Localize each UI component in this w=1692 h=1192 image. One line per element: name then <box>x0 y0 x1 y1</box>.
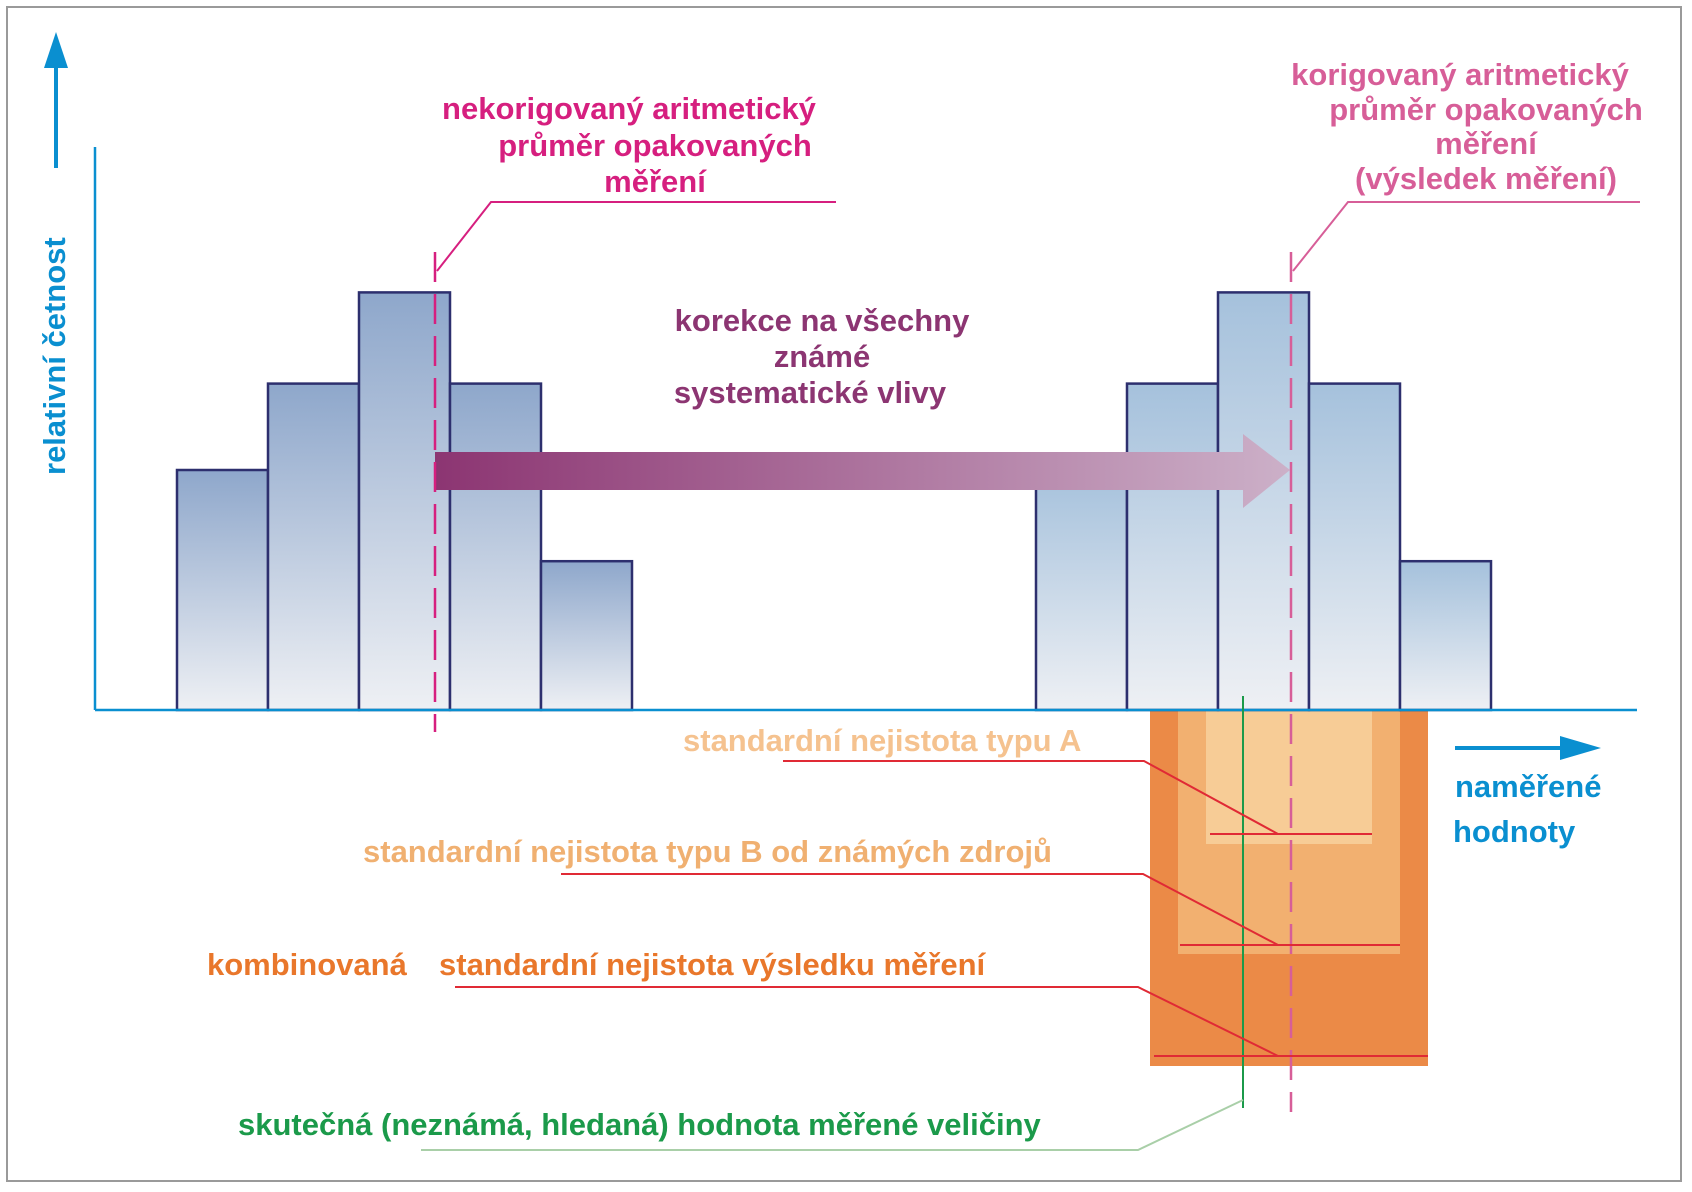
type-b-leader <box>561 873 1279 946</box>
corrected-histogram-bar-3 <box>1216 291 1311 712</box>
corrected-mean-label-line2: průměr opakovaných <box>1329 92 1643 127</box>
combined-leader <box>455 986 1279 1057</box>
corrected-histogram-bar-5 <box>1398 559 1493 712</box>
corrected-mean-label-line4: (výsledek měření) <box>1355 161 1617 196</box>
diagram-frame <box>6 6 1682 1182</box>
y-axis-label: relativní četnost <box>37 237 72 475</box>
uncorrected-histogram-bar-5 <box>539 559 634 712</box>
correction-label-line2: známé <box>774 339 870 374</box>
uncorrected-mean-label-line2: průměr opakovaných <box>498 128 812 163</box>
combined-label: kombinovaná standardní nejistota výsledk… <box>207 947 987 982</box>
corrected-histogram-bar-4 <box>1307 382 1402 712</box>
uncorrected-mean-label-line3: měření <box>604 164 707 199</box>
uncorrected-mean-label: nekorigovaný aritmetický průměr opakovan… <box>442 91 817 199</box>
true-value-leader <box>421 1099 1244 1151</box>
corrected-mean-label-line3: měření <box>1435 126 1538 161</box>
x-axis-arrow-head <box>1560 736 1601 760</box>
uncorrected-histogram-bar-1 <box>175 468 270 712</box>
uncorrected-histogram-bar-3 <box>357 291 452 712</box>
uncorrected-histogram-bar-2 <box>266 382 361 712</box>
type-a-uncertainty-box <box>1206 708 1372 844</box>
x-axis-label-line1: naměřené <box>1455 769 1601 804</box>
combined-label-part2: standardní nejistota výsledku měření <box>439 947 987 982</box>
corrected-mean-label: korigovaný aritmetický průměr opakovanýc… <box>1291 57 1643 196</box>
type-b-label: standardní nejistota typu B od známých z… <box>363 834 1052 869</box>
correction-label-line1: korekce na všechny <box>675 303 970 338</box>
type-a-leader <box>783 760 1279 835</box>
uncorrected-histogram-bar-4 <box>448 382 543 712</box>
y-axis-arrow-head <box>44 32 68 68</box>
true-value-label: skutečná (neznámá, hledaná) hodnota měře… <box>238 1107 1042 1142</box>
type-a-label: standardní nejistota typu A <box>683 723 1081 758</box>
uncorrected-histogram <box>175 291 634 712</box>
corrected-mean-label-line1: korigovaný aritmetický <box>1291 57 1629 92</box>
corrected-mean-leader <box>1292 201 1640 272</box>
uncorrected-mean-label-line1: nekorigovaný aritmetický <box>442 91 817 126</box>
correction-arrow <box>435 434 1290 508</box>
correction-label-line3: systematické vlivy <box>674 375 947 410</box>
corrected-histogram-bar-1 <box>1034 468 1129 712</box>
correction-label: korekce na všechny známé systematické vl… <box>674 303 970 410</box>
x-axis-label-line2: hodnoty <box>1453 814 1576 849</box>
corrected-histogram <box>1034 291 1493 712</box>
corrected-histogram-bar-2 <box>1125 382 1220 712</box>
uncorrected-mean-leader <box>436 201 836 272</box>
combined-label-part1: kombinovaná <box>207 947 408 982</box>
